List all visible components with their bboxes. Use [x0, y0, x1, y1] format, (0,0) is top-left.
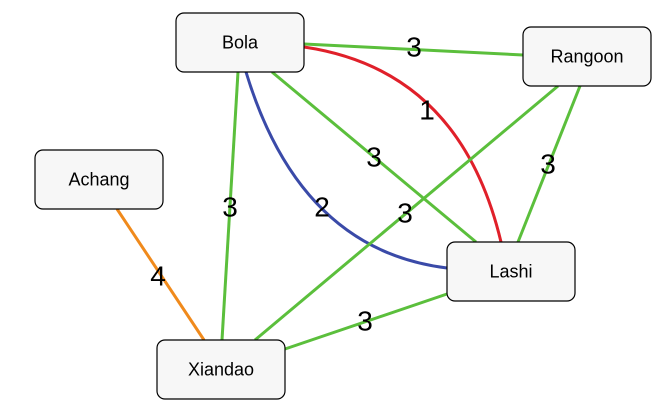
- edge-label-bola-xiandao: 3: [222, 192, 238, 223]
- node-label-achang: Achang: [68, 170, 129, 190]
- node-label-lashi: Lashi: [489, 262, 532, 282]
- edge-lashi-xiandao: [284, 292, 448, 351]
- node-achang[interactable]: Achang: [34, 149, 164, 210]
- node-rangoon[interactable]: Rangoon: [522, 26, 652, 87]
- node-bola[interactable]: Bola: [175, 12, 305, 73]
- edge-rangoon-xiandao: [254, 84, 559, 342]
- node-box-xiandao: [156, 339, 286, 400]
- edge-bola-lashi-blue: [244, 71, 448, 270]
- edge-label-achang-xiandao: 4: [150, 261, 166, 292]
- edge-label-bola-rangoon: 3: [406, 32, 422, 63]
- node-box-rangoon: [522, 26, 652, 87]
- edge-bola-xiandao: [220, 71, 240, 341]
- node-box-achang: [34, 149, 164, 210]
- node-label-xiandao: Xiandao: [188, 360, 254, 380]
- edge-bola-rangoon: [303, 42, 524, 57]
- edge-bola-lashi-green: [271, 70, 477, 244]
- edge-label-rangoon-xiandao: 3: [397, 198, 413, 229]
- edges-layer: [115, 42, 582, 351]
- edge-rangoon-lashi: [516, 85, 582, 243]
- edge-bola-lashi-red: [303, 45, 503, 243]
- node-label-rangoon: Rangoon: [550, 47, 623, 67]
- node-lashi[interactable]: Lashi: [446, 241, 576, 302]
- edge-label-bola-lashi-green: 3: [366, 142, 382, 173]
- edge-label-bola-lashi-blue: 2: [314, 192, 330, 223]
- node-xiandao[interactable]: Xiandao: [156, 339, 286, 400]
- edge-label-bola-lashi-red: 1: [419, 95, 435, 126]
- edge-label-lashi-xiandao: 3: [357, 306, 373, 337]
- edge-label-rangoon-lashi: 3: [540, 149, 556, 180]
- node-box-bola: [175, 12, 305, 73]
- edge-achang-xiandao: [115, 208, 206, 341]
- node-label-bola: Bola: [222, 33, 259, 53]
- node-box-lashi: [446, 241, 576, 302]
